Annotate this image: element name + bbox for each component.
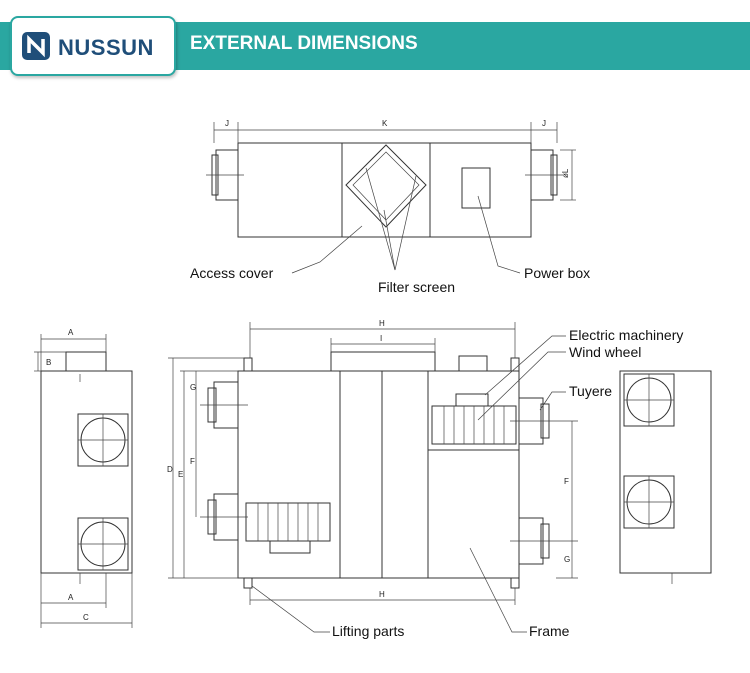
dim-h-bottom: H xyxy=(379,590,385,599)
label-filter-screen: Filter screen xyxy=(378,279,455,295)
dim-g-left: G xyxy=(190,383,196,392)
dim-l: øL xyxy=(561,168,570,178)
label-frame: Frame xyxy=(529,623,570,639)
dim-e: E xyxy=(178,470,183,479)
label-tuyere: Tuyere xyxy=(569,383,612,399)
dim-a-bottom: A xyxy=(68,593,74,602)
brand-name: NUSSUN xyxy=(58,35,154,60)
dim-b: B xyxy=(46,358,51,367)
dim-k: K xyxy=(382,119,388,128)
label-electric-machinery: Electric machinery xyxy=(569,327,683,343)
top-view: J K J øL xyxy=(206,119,576,274)
label-access-cover: Access cover xyxy=(190,265,274,281)
dim-i: I xyxy=(380,334,382,343)
page-title: EXTERNAL DIMENSIONS xyxy=(190,33,418,54)
dim-c: C xyxy=(83,613,89,622)
dim-j-left: J xyxy=(225,119,229,128)
n-logo-icon xyxy=(22,32,50,60)
right-side-view xyxy=(619,370,712,584)
dim-f-right: F xyxy=(564,477,569,486)
dim-d: D xyxy=(167,465,173,474)
front-view: H I D E G F H F G xyxy=(167,319,578,633)
left-side-view: A B A C xyxy=(34,328,133,628)
dim-a-top: A xyxy=(68,328,74,337)
label-wind-wheel: Wind wheel xyxy=(569,344,641,360)
dim-j-right: J xyxy=(542,119,546,128)
dim-g-right: G xyxy=(564,555,570,564)
label-power-box: Power box xyxy=(524,265,590,281)
dim-h-top: H xyxy=(379,319,385,328)
label-lifting-parts: Lifting parts xyxy=(332,623,404,639)
logo: NUSSUN xyxy=(10,16,176,76)
dim-f-left: F xyxy=(190,457,195,466)
